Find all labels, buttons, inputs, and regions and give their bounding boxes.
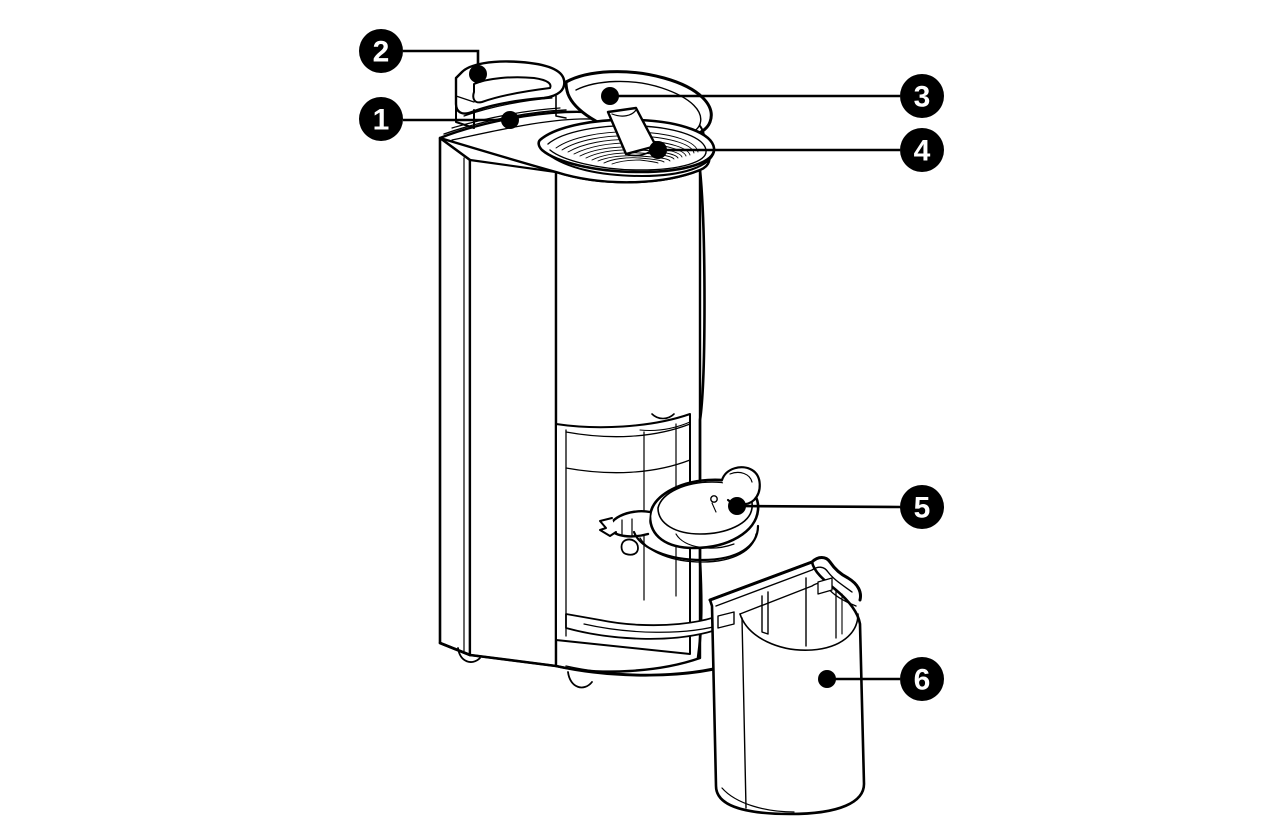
callout-badge-6[interactable]: 6: [900, 657, 944, 701]
callout-badge-1[interactable]: 1: [359, 97, 403, 141]
leader-dot-2: [469, 65, 487, 83]
leader-dot-3: [601, 87, 619, 105]
brew-head: [599, 466, 761, 563]
leader-dot-4: [649, 141, 667, 159]
callout-circle-4: [900, 128, 944, 172]
callout-badge-5[interactable]: 5: [900, 485, 944, 529]
callout-circle-1: [359, 97, 403, 141]
removable-container: [708, 556, 866, 816]
callout-dots: [469, 65, 836, 688]
callout-circle-3: [900, 74, 944, 118]
leader-dot-1: [501, 111, 519, 129]
callout-circle-5: [900, 485, 944, 529]
leader-dot-5: [728, 497, 746, 515]
appliance-illustration: [438, 60, 866, 816]
leader-dot-6: [818, 670, 836, 688]
callout-circle-6: [900, 657, 944, 701]
callout-badge-4[interactable]: 4: [900, 128, 944, 172]
callout-badge-3[interactable]: 3: [900, 74, 944, 118]
callout-circle-2: [359, 29, 403, 73]
callout-badge-2[interactable]: 2: [359, 29, 403, 73]
leader-line-5: [736, 504, 901, 509]
